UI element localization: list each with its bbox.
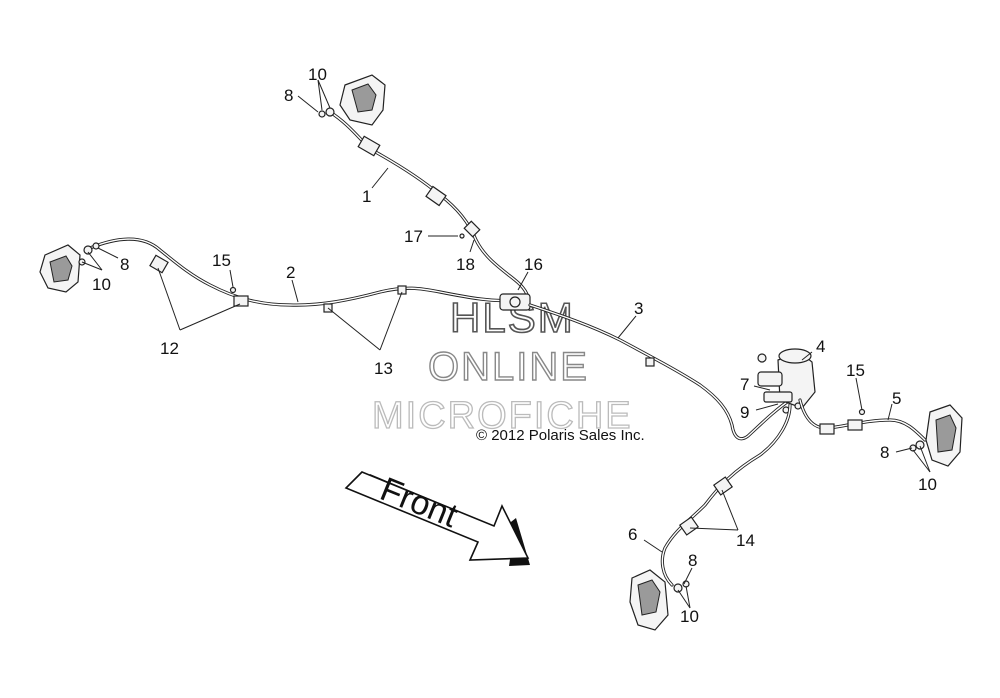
label-8-bottom: 8: [688, 551, 697, 570]
leader-lines: [81, 79, 931, 609]
label-8-top: 8: [284, 86, 293, 105]
brake-line-6: [660, 403, 792, 587]
caliper-left: [39, 242, 100, 293]
label-17: 17: [404, 227, 423, 246]
label-13: 13: [374, 359, 393, 378]
label-5: 5: [892, 389, 901, 408]
label-18: 18: [456, 255, 475, 274]
clip-15-right: [858, 408, 866, 416]
label-7: 7: [740, 375, 749, 394]
brake-line-5: [798, 398, 927, 442]
watermark: HLSM ONLINE MICROFICHE: [371, 293, 633, 437]
brake-line-2: [88, 237, 512, 313]
label-4: 4: [816, 337, 825, 356]
watermark-line2: ONLINE: [428, 345, 589, 389]
master-cylinder: [757, 348, 816, 414]
label-2: 2: [286, 263, 295, 282]
label-9: 9: [740, 403, 749, 422]
caliper-top: [318, 74, 386, 126]
label-16: 16: [524, 255, 543, 274]
front-arrow: Front: [344, 470, 530, 566]
part-labels: 10 8 1 17 18 16 15 2 8 10 12 13 3 4 7 9 …: [92, 65, 937, 626]
label-3: 3: [634, 299, 643, 318]
front-arrow-label: Front: [375, 470, 463, 535]
clip-17: [459, 233, 465, 239]
label-6: 6: [628, 525, 637, 544]
watermark-line3: MICROFICHE: [372, 395, 633, 437]
label-15-left: 15: [212, 251, 231, 270]
brake-line-3: [528, 303, 792, 441]
clip-15-left: [229, 286, 237, 294]
label-8-right: 8: [880, 443, 889, 462]
label-10-left: 10: [92, 275, 111, 294]
junction-tee: [499, 293, 531, 311]
copyright-text: © 2012 Polaris Sales Inc.: [476, 427, 645, 444]
caliper-right: [909, 404, 963, 467]
label-10-top: 10: [308, 65, 327, 84]
label-10-bottom: 10: [680, 607, 699, 626]
label-14: 14: [736, 531, 755, 550]
label-10-right: 10: [918, 475, 937, 494]
label-1: 1: [362, 187, 371, 206]
label-8-left: 8: [120, 255, 129, 274]
label-15-right: 15: [846, 361, 865, 380]
label-12: 12: [160, 339, 179, 358]
brake-line-1: [328, 110, 531, 307]
